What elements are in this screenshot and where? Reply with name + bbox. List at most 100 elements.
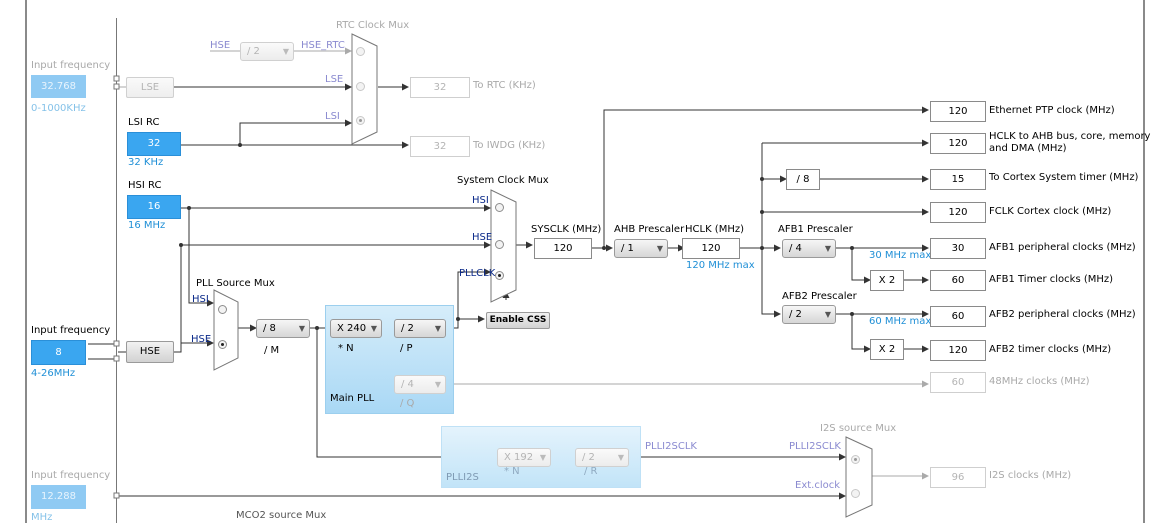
main-pll-title: Main PLL [330,393,375,404]
hclk-ahb-clock-label: HCLK to AHB bus, core, memory [989,131,1151,142]
plli2s-output-signal: PLLI2SCLK [645,441,697,452]
apb2-timer-clock-value: 120 [930,340,986,361]
lse-input-frequency-title: Input frequency [31,60,111,71]
hsi-rc-frequency: 16 MHz [128,220,166,231]
plli2s-title: PLLI2S [446,472,479,483]
rtc-mux-lsi-radio[interactable] [356,116,365,125]
pll-n-label: * N [338,343,354,354]
rtc-lsi-signal: LSI [325,111,340,122]
lse-input-frequency-field[interactable]: 32.768 [31,75,86,98]
chevron-down-icon: ▼ [539,453,546,462]
lse-oscillator-block[interactable]: LSE [126,77,174,98]
rtc-hse-signal: HSE [210,40,231,51]
ahb-prescaler-dropdown[interactable]: / 1▼ [614,239,668,258]
i2s-input-frequency-field[interactable]: 12.288 [31,485,86,509]
pll-source-hse-radio[interactable] [218,340,227,349]
lsi-rc-value: 32 [127,132,181,156]
lsi-rc-frequency: 32 KHz [128,157,164,168]
system-clock-mux-title: System Clock Mux [457,175,549,186]
oscillator-bus-line [116,18,117,523]
i2s-source-mux-title: I2S source Mux [820,423,897,434]
i2s-frequency-range: MHz [31,512,53,523]
apb1-prescaler-label: AFB1 Prescaler [778,224,853,235]
sysmux-pllclk-radio[interactable] [495,271,504,280]
rtc-clock-value: 32 [410,77,470,98]
chevron-down-icon: ▼ [824,244,831,253]
rtc-clock-mux-title: RTC Clock Mux [336,20,410,31]
apb2-prescaler-dropdown[interactable]: / 2▼ [782,305,836,324]
apb2-prescaler-label: AFB2 Prescaler [782,291,857,302]
sysmux-hse-signal: HSE [472,232,493,243]
i2s-mux-ext-radio[interactable] [851,489,860,498]
hclk-ahb-clock-value: 120 [930,133,986,154]
rtc-clock-label: To RTC (KHz) [473,80,536,91]
apb1-peripheral-clock-label: AFB1 peripheral clocks (MHz) [989,242,1136,253]
left-divider [25,0,27,523]
sysmux-hse-radio[interactable] [495,240,504,249]
fclk-cortex-clock-value: 120 [930,202,986,223]
pll-source-hsi-signal: HSI [192,294,209,305]
rtc-hse-divider-dropdown[interactable]: / 2▼ [240,42,294,61]
sysmux-hsi-signal: HSI [472,195,489,206]
plli2s-r-label: / R [584,466,598,477]
pll-q-label: / Q [400,398,415,409]
i2s-mux-plli2s-radio[interactable] [851,455,860,464]
usb-48mhz-clock-value: 60 [930,372,986,393]
hse-frequency-range: 4-26MHz [31,368,76,379]
apb2-peripheral-clock-label: AFB2 peripheral clocks (MHz) [989,309,1136,320]
plli2s-n-label: * N [504,466,520,477]
pll-m-divider-dropdown[interactable]: / 8▼ [256,319,310,338]
hclk-value[interactable]: 120 [682,238,740,259]
plli2s-n-multiplier-dropdown[interactable]: X 192▼ [497,448,551,467]
enable-css-button[interactable]: Enable CSS [486,312,550,329]
ethernet-ptp-clock-value: 120 [930,101,986,122]
plli2s-r-divider-dropdown[interactable]: / 2▼ [575,448,629,467]
apb1-prescaler-dropdown[interactable]: / 4▼ [782,239,836,258]
hclk-ahb-clock-label-line2: and DMA (MHz) [989,143,1067,154]
rtc-lse-signal: LSE [325,74,344,85]
cortex-system-timer-label: To Cortex System timer (MHz) [989,172,1139,183]
ahb-prescaler-label: AHB Prescaler [614,224,685,235]
hse-input-frequency-title: Input frequency [31,325,111,336]
apb1-timer-multiplier: X 2 [870,270,904,291]
chevron-down-icon: ▼ [656,244,663,253]
sysclk-label: SYSCLK (MHz) [531,224,602,235]
pll-p-label: / P [400,343,413,354]
apb2-peripheral-clock-value: 60 [930,306,986,327]
iwdg-clock-label: To IWDG (KHz) [473,140,546,151]
pll-q-divider-dropdown[interactable]: / 4▼ [394,375,446,394]
pll-source-mux-title: PLL Source Mux [196,278,275,289]
ethernet-ptp-clock-label: Ethernet PTP clock (MHz) [989,105,1115,116]
rtc-mux-lse-radio[interactable] [356,82,365,91]
hse-rtc-signal: HSE_RTC [301,40,345,51]
apb1-timer-clock-label: AFB1 Timer clocks (MHz) [989,274,1114,285]
mco2-source-mux-title: MCO2 source Mux [236,510,327,521]
apb1-peripheral-clock-value: 30 [930,238,986,259]
usb-48mhz-clock-label: 48MHz clocks (MHz) [989,376,1090,387]
i2s-clock-label: I2S clocks (MHz) [989,470,1072,481]
chevron-down-icon: ▼ [434,380,441,389]
pll-p-divider-dropdown[interactable]: / 2▼ [394,319,446,338]
apb2-timer-multiplier: X 2 [870,339,904,360]
apb2-timer-clock-label: AFB2 timer clocks (MHz) [989,344,1112,355]
hclk-max-note: 120 MHz max [686,260,755,271]
pll-n-multiplier-dropdown[interactable]: X 240▼ [330,319,382,338]
i2s-input-frequency-title: Input frequency [31,470,111,481]
hse-input-frequency-field[interactable]: 8 [31,340,86,365]
lsi-rc-title: LSI RC [128,117,160,128]
i2s-plli2sclk-signal: PLLI2SCLK [789,441,841,452]
iwdg-clock-value: 32 [410,136,470,157]
apb1-timer-clock-value: 60 [930,270,986,291]
cortex-timer-divider: / 8 [786,169,820,190]
chevron-down-icon: ▼ [434,324,441,333]
lse-frequency-range: 0-1000KHz [31,103,86,114]
sysmux-hsi-radio[interactable] [495,203,504,212]
sysmux-pllclk-signal: PLLCLK [459,268,496,279]
right-divider [1143,0,1145,523]
pll-m-label: / M [264,345,280,356]
pll-source-hsi-radio[interactable] [218,305,227,314]
pll-source-hse-signal: HSE [191,334,212,345]
hse-oscillator-block[interactable]: HSE [126,341,174,363]
rtc-mux-hse-radio[interactable] [356,47,365,56]
hsi-rc-value: 16 [127,195,181,219]
